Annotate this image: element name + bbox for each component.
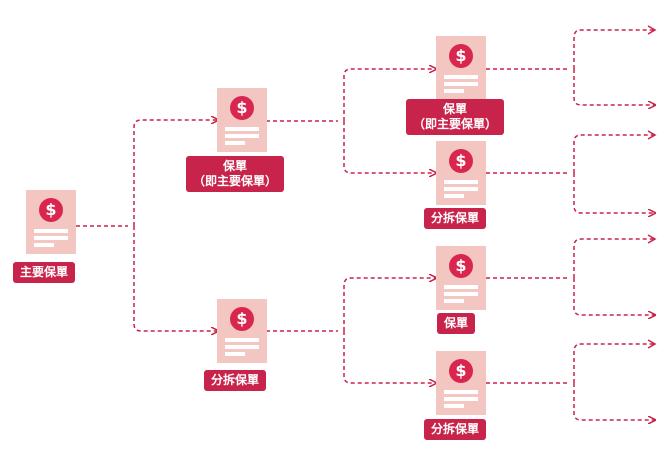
label-leaf-1: 保單 （即主要保單） <box>406 99 505 135</box>
card-line <box>225 345 259 349</box>
dollar-coin-icon: $ <box>449 359 473 383</box>
label-mid-top: 保單 （即主要保單） <box>186 156 285 192</box>
arrowhead <box>647 25 657 35</box>
policy-card-leaf-1: $ <box>436 36 486 100</box>
label-mid-bottom: 分拆保單 <box>204 370 267 391</box>
card-line <box>444 390 478 394</box>
card-line <box>34 236 68 240</box>
dollar-coin-icon: $ <box>449 149 473 173</box>
card-line <box>225 134 259 138</box>
edge-leaf2-fan <box>486 134 655 213</box>
arrowhead <box>647 339 657 349</box>
card-line <box>444 397 478 401</box>
edge-midtop-to-leaf1 <box>343 69 436 121</box>
edge-midtop-to-leaf2 <box>343 121 436 173</box>
policy-card-root: $ <box>26 190 76 254</box>
edge-midbottom-to-leaf4 <box>343 331 436 383</box>
card-line <box>444 82 478 86</box>
card-line <box>34 229 68 233</box>
dollar-coin-icon: $ <box>449 44 473 68</box>
policy-card-leaf-3: $ <box>436 246 486 310</box>
dollar-coin-icon: $ <box>230 307 254 331</box>
card-line <box>444 180 478 184</box>
card-line <box>225 127 259 131</box>
label-leaf-4: 分拆保單 <box>424 419 487 440</box>
policy-card-mid-top: $ <box>217 88 267 152</box>
dollar-coin-icon: $ <box>39 198 63 222</box>
policy-card-leaf-4: $ <box>436 351 486 415</box>
card-line <box>444 292 478 296</box>
label-leaf-3: 保單 <box>437 313 476 334</box>
edge-root-to-mid-bottom <box>133 226 218 331</box>
edge-root-to-mid-top <box>133 120 218 226</box>
arrowhead <box>647 130 657 140</box>
card-line <box>225 352 245 356</box>
policy-card-mid-bottom: $ <box>217 299 267 363</box>
card-line <box>444 75 478 79</box>
dollar-coin-icon: $ <box>449 254 473 278</box>
card-line <box>225 141 245 145</box>
card-line <box>444 187 478 191</box>
edge-leaf4-fan <box>486 343 655 420</box>
card-line <box>444 194 464 198</box>
card-line <box>444 404 464 408</box>
edge-leaf1-fan <box>486 29 655 105</box>
label-root: 主要保單 <box>13 262 76 283</box>
card-line <box>225 338 259 342</box>
label-leaf-2: 分拆保單 <box>424 208 487 229</box>
card-line <box>34 243 54 247</box>
card-line <box>444 89 464 93</box>
edge-midbottom-to-leaf3 <box>343 278 436 331</box>
arrowhead <box>647 234 657 244</box>
policy-card-leaf-2: $ <box>436 141 486 205</box>
card-line <box>444 285 478 289</box>
card-line <box>444 299 464 303</box>
edge-leaf3-fan <box>486 238 655 315</box>
dollar-coin-icon: $ <box>230 96 254 120</box>
